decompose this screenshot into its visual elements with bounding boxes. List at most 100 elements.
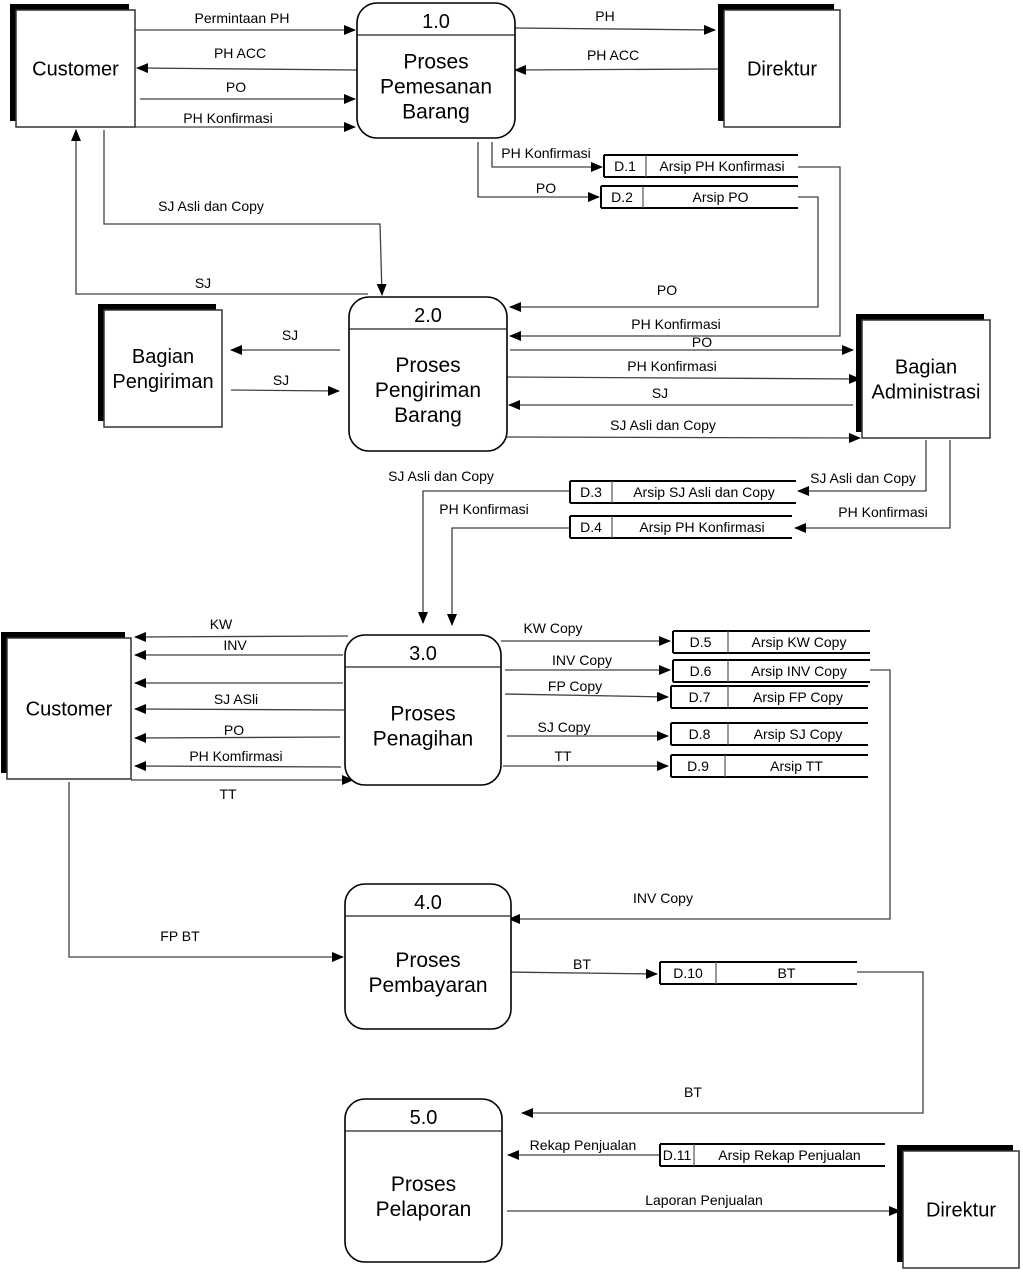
flow-label: FP Copy [548,678,602,694]
process-label: Proses [390,703,455,726]
flow-label: SJ [195,275,211,291]
datastore-d4: D.4 Arsip PH Konfirmasi [569,515,792,539]
process-label: Proses [391,1173,456,1196]
process-label: Penagihan [373,728,473,751]
process-box [356,2,516,139]
flow-f19 [797,440,927,496]
flow-label: PH ACC [587,47,639,63]
flow-label: PH Konfirmasi [183,110,272,126]
flow-label: PH Konfirmasi [627,358,716,374]
entity-direktur1: Direktur [718,4,841,128]
store-bg [671,723,868,745]
entity-label: Direktur [747,59,817,81]
process-number: 4.0 [414,892,442,914]
entity-box [723,9,841,128]
store-code: D.11 [663,1147,692,1163]
process-number: 3.0 [409,643,437,665]
store-code: D.3 [580,484,602,500]
store-name: Arsip SJ Asli dan Copy [633,484,775,500]
flow-label: PH Konfirmasi [838,504,927,520]
process-label: Proses [395,354,460,377]
flow-f16 [506,373,861,384]
entity-label: Bagian [895,357,957,379]
process-number: 2.0 [414,305,442,327]
process-number: 1.0 [422,11,450,33]
flow-label: FP BT [160,928,200,944]
flow-f28 [134,761,342,772]
flow-label: SJ Asli dan Copy [810,470,916,486]
flow-f32 [504,691,669,702]
store-name: Arsip INV Copy [751,663,847,679]
entity-direktur2: Direktur [897,1145,1020,1269]
store-name: Arsip PO [692,189,748,205]
flow-f5 [514,24,716,35]
store-code: D.2 [611,189,633,205]
flow-label: PH Komfirmasi [189,748,282,764]
flow-label: INV Copy [633,890,693,906]
entity-label: Customer [26,699,113,721]
flow-label: PO [536,180,556,196]
entity-label: Customer [32,59,119,81]
process-label: Pelaporan [376,1198,472,1221]
flow-f10 [71,129,368,295]
flow-label: SJ [273,372,289,388]
store-bg [570,516,792,538]
entity-label: Pengiriman [112,371,213,393]
store-name: Arsip Rekap Penjualan [718,1147,860,1163]
flow-label: PO [692,334,712,350]
process-box [344,883,512,1030]
flow-f38 [521,971,924,1118]
flow-f37 [504,968,658,979]
flow-label: PO [224,722,244,738]
flow-label: INV [223,637,247,653]
flow-f14 [230,385,340,396]
flow-label: SJ ASli [214,691,258,707]
flow-label: SJ Asli dan Copy [388,468,494,484]
entity-label: Direktur [926,1200,996,1222]
flow-label: KW Copy [523,620,582,636]
store-code: D.9 [687,758,709,774]
flow-f12 [509,166,841,341]
flow-f26 [134,704,345,715]
entity-label: Administrasi [872,382,981,404]
flow-f6 [514,64,721,75]
store-bg [660,1144,885,1166]
datastore-d3: D.3 Arsip SJ Asli dan Copy [569,480,796,504]
store-name: Arsip KW Copy [752,634,847,650]
store-bg [660,962,857,984]
flow-label: PH [595,8,614,24]
process-box [344,1098,503,1263]
flow-label: BT [573,956,591,972]
store-bg [673,631,870,653]
store-bg [601,186,798,208]
flow-label: Permintaan PH [195,10,290,26]
store-bg [673,660,870,682]
entity-box [15,9,136,128]
store-name: BT [778,965,796,981]
store-bg [671,755,868,777]
flow-label: INV Copy [552,652,612,668]
store-name: Arsip PH Konfirmasi [639,519,764,535]
flow-label: SJ [652,385,668,401]
flow-f7 [491,142,603,172]
store-code: D.4 [580,519,602,535]
flow-label: TT [219,786,237,802]
flow-f21 [418,490,570,624]
flow-f20 [794,440,951,533]
flow-f2 [136,63,358,74]
store-code: D.7 [689,689,711,705]
flow-label: PH Konfirmasi [501,145,590,161]
flow-label: PO [657,282,677,298]
process-box [344,634,502,786]
flow-f11 [509,196,819,312]
